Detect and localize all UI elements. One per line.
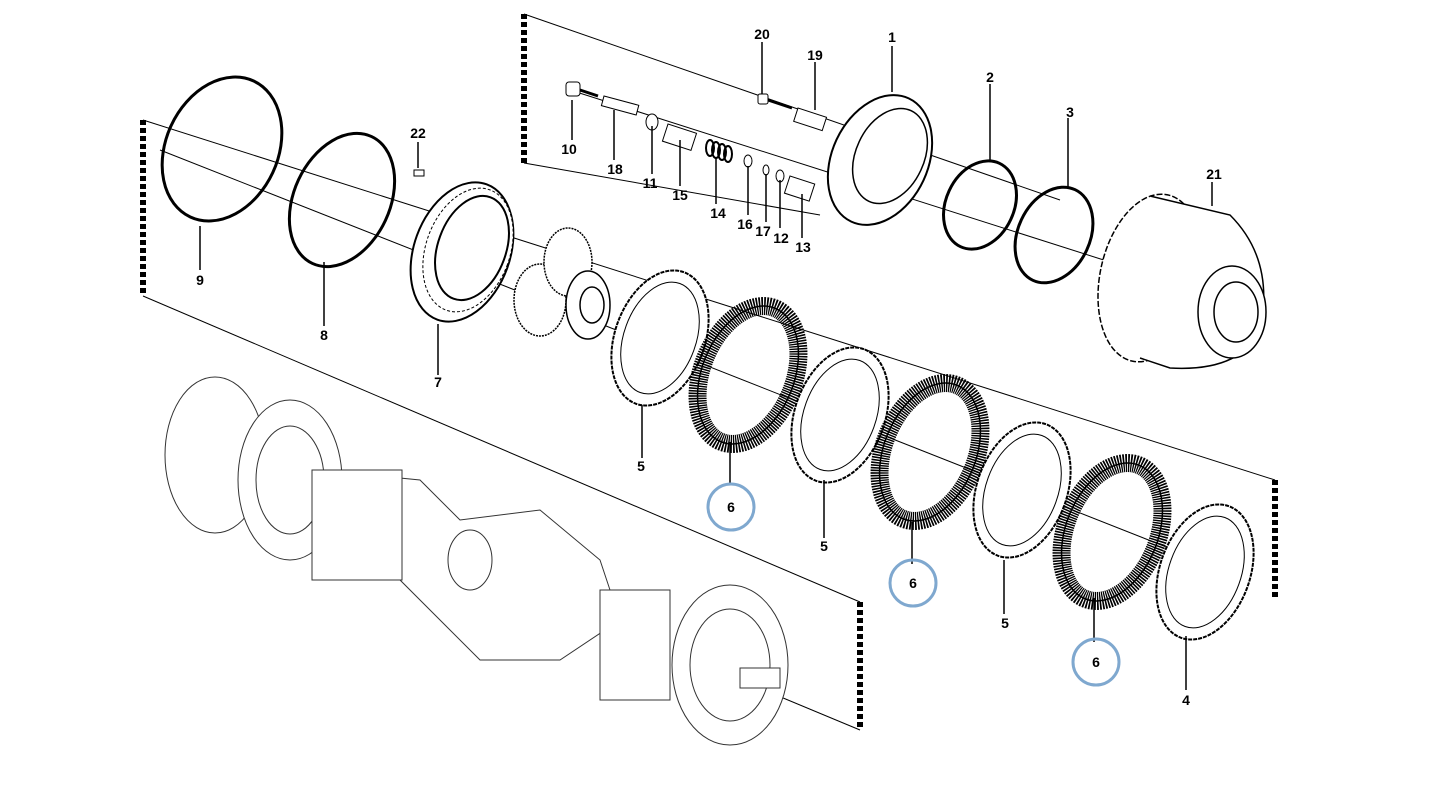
label-8: 8 xyxy=(320,327,328,343)
highlight-circle-6a[interactable] xyxy=(706,482,756,532)
label-6b: 6 xyxy=(909,575,917,591)
piston-housing-1 xyxy=(826,94,934,226)
label-22: 22 xyxy=(410,125,426,141)
label-10: 10 xyxy=(561,141,577,157)
label-18: 18 xyxy=(607,161,623,177)
o-ring-8 xyxy=(287,131,397,269)
label-5a: 5 xyxy=(637,458,645,474)
label-6c: 6 xyxy=(1092,654,1100,670)
label-3: 3 xyxy=(1066,104,1074,120)
label-12: 12 xyxy=(773,230,789,246)
label-9: 9 xyxy=(196,272,204,288)
label-5b: 5 xyxy=(820,538,828,554)
label-1: 1 xyxy=(888,29,896,45)
label-4: 4 xyxy=(1182,692,1190,708)
o-ring-9 xyxy=(160,75,284,223)
axle-housing-illustration xyxy=(164,376,789,746)
end-plate-4 xyxy=(1155,503,1255,641)
seal-ring-3 xyxy=(1013,185,1095,285)
part-labels: 1 2 3 4 5 5 5 6 6 6 7 8 9 10 11 12 13 14… xyxy=(196,26,1222,708)
label-21: 21 xyxy=(1206,166,1222,182)
label-6a: 6 xyxy=(727,499,735,515)
label-7: 7 xyxy=(434,374,442,390)
steel-plate-5a xyxy=(610,269,710,407)
friction-disc-6b xyxy=(870,374,990,530)
label-17: 17 xyxy=(755,223,771,239)
label-5c: 5 xyxy=(1001,615,1009,631)
leader-lines xyxy=(199,42,1213,690)
label-2: 2 xyxy=(986,69,994,85)
label-11: 11 xyxy=(643,175,658,191)
friction-disc-6a xyxy=(688,297,808,453)
label-14: 14 xyxy=(710,205,726,221)
label-16: 16 xyxy=(737,216,753,232)
seal-ring-2 xyxy=(942,159,1018,251)
label-20: 20 xyxy=(754,26,770,42)
planet-gear-carrier xyxy=(513,227,611,340)
highlight-circle-6c[interactable] xyxy=(1071,637,1121,687)
label-13: 13 xyxy=(795,239,811,255)
upper-small-parts xyxy=(413,81,828,202)
ring-gear-7 xyxy=(409,169,515,323)
steel-plate-5b xyxy=(790,346,890,484)
friction-disc-6c xyxy=(1052,454,1172,610)
highlight-circle-6b[interactable] xyxy=(888,558,938,608)
label-19: 19 xyxy=(807,47,823,63)
label-15: 15 xyxy=(672,187,688,203)
brake-housing-21 xyxy=(1097,193,1267,370)
